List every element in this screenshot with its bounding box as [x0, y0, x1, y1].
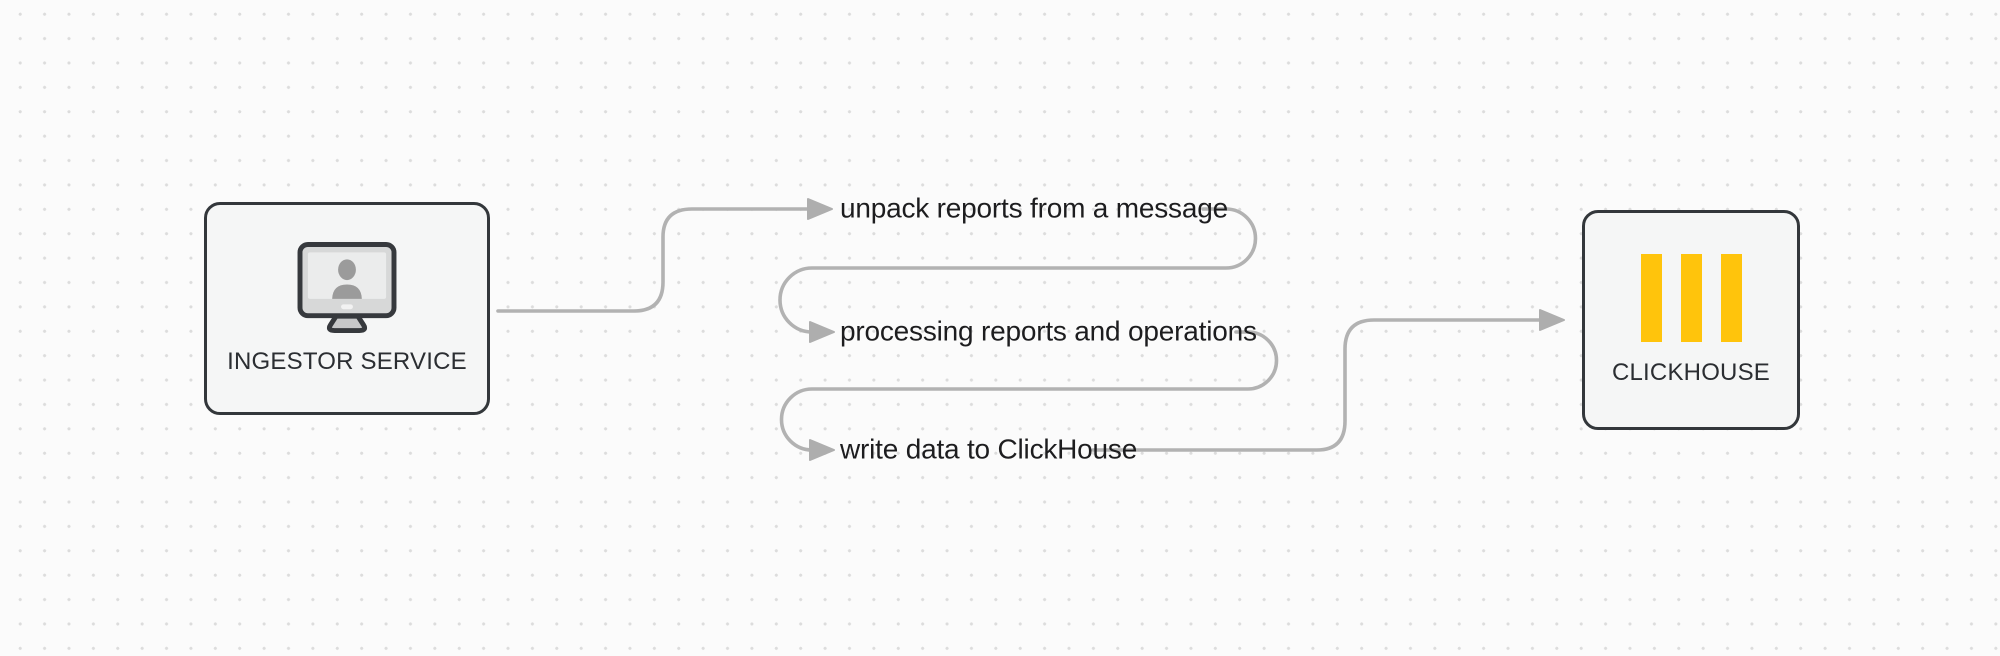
- connector-step1-to-step2: [778, 207, 1258, 334]
- node-clickhouse: CLICKHOUSE: [1582, 210, 1800, 430]
- node-label-ingestor-service: INGESTOR SERVICE: [227, 347, 467, 375]
- arrowhead-icon: [1539, 309, 1565, 331]
- arrowhead-icon: [809, 439, 835, 461]
- connector-step3-to-clickhouse: [1091, 318, 1542, 452]
- arrowhead-icon: [807, 198, 833, 220]
- flow-step-label-unpack: unpack reports from a message: [840, 192, 1228, 224]
- node-ingestor-service: INGESTOR SERVICE: [204, 202, 490, 415]
- flow-step-label-write: write data to ClickHouse: [840, 433, 1138, 465]
- flow-step-label-processing: processing reports and operations: [840, 315, 1257, 347]
- monitor-user-icon: [297, 241, 397, 333]
- arrowhead-icon: [809, 321, 835, 343]
- node-label-clickhouse: CLICKHOUSE: [1611, 358, 1771, 386]
- connector-ingestor-to-step1: [496, 207, 810, 313]
- connector-step2-to-step3: [779, 330, 1279, 452]
- clickhouse-logo-icon: [1640, 253, 1742, 342]
